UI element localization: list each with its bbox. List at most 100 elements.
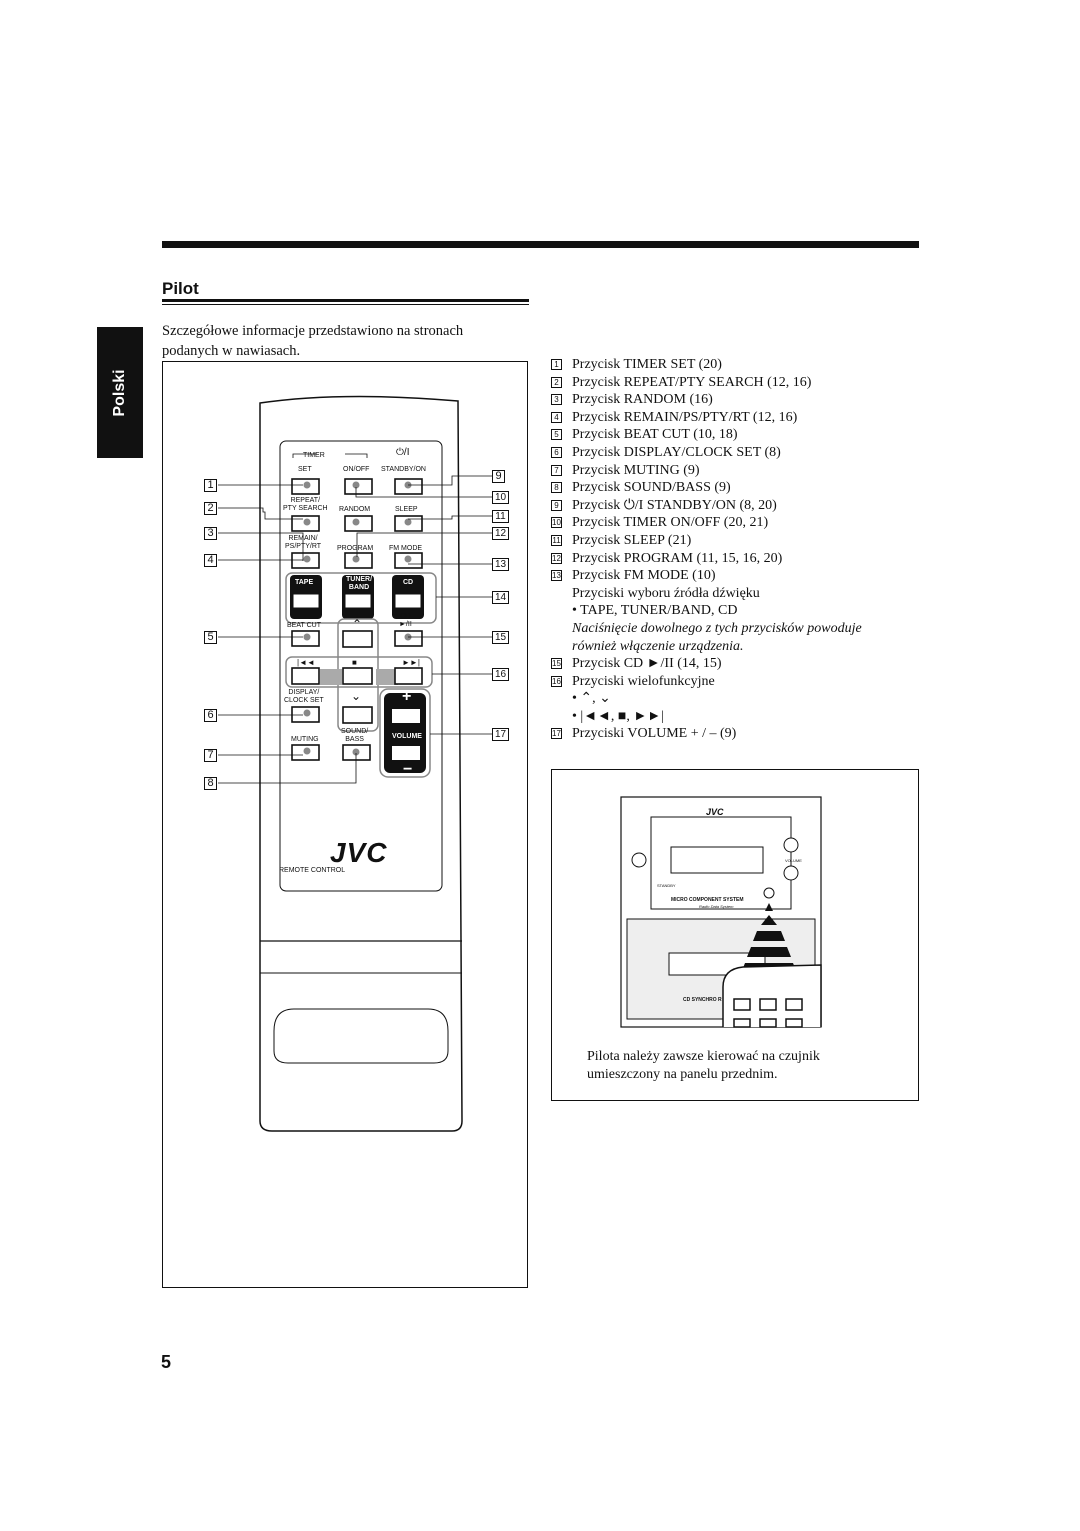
list-item-number: 7 — [551, 464, 562, 476]
sleep-label: SLEEP — [395, 506, 418, 513]
callout-15: 15 — [492, 631, 509, 644]
volume-outline — [379, 688, 431, 778]
callout-14: 14 — [492, 591, 509, 604]
stop-button[interactable] — [342, 667, 373, 685]
list-item-text: Przycisk DISPLAY/CLOCK SET (8) — [572, 444, 781, 460]
display-clock-label: DISPLAY/ CLOCK SET — [284, 689, 324, 704]
remote-illustration-frame — [162, 361, 528, 1288]
volume-label: VOLUME — [392, 733, 422, 740]
left-leader-lines — [218, 484, 357, 784]
list-item-text: Przycisk SOUND/BASS (9) — [572, 480, 731, 496]
up-icon: ⌃ — [352, 617, 363, 631]
cd-button-face — [394, 593, 422, 609]
callout-1: 1 — [204, 479, 217, 492]
device-standby-button — [631, 852, 647, 868]
random-marker — [352, 518, 360, 526]
list-item-number: 6 — [551, 446, 562, 458]
list-item-number: 3 — [551, 394, 562, 406]
signal-beam-2 — [753, 931, 785, 941]
list-item-text: Przycisk TIMER ON/OFF (20, 21) — [572, 515, 769, 531]
timer-bracket-right — [345, 453, 368, 458]
tape-label: TAPE — [295, 579, 314, 586]
sound-bass-marker — [352, 748, 360, 756]
list-item-text: Przycisk RANDOM (16) — [572, 392, 713, 408]
volume-minus-icon: − — [403, 761, 413, 778]
sound-bass-label: SOUND/ BASS — [341, 728, 369, 743]
list-item-text: Przycisk PROGRAM (11, 15, 16, 20) — [572, 550, 783, 566]
list-item-text: • TAPE, TUNER/BAND, CD — [572, 603, 738, 619]
sensor-arrow-icon — [765, 903, 773, 911]
display-clock-marker — [303, 709, 311, 717]
list-item: • ⌃, ⌄ — [551, 690, 921, 708]
list-item: również włączenie urządzenia. — [551, 638, 921, 656]
timer-set-marker — [303, 481, 311, 489]
remote-key-5 — [759, 1018, 777, 1028]
timer-label: TIMER — [303, 452, 325, 459]
remote-control-label: REMOTE CONTROL — [279, 867, 346, 874]
next-icon: ►►| — [402, 658, 420, 667]
random-label: RANDOM — [339, 506, 371, 513]
remote-bottom-cap — [273, 1008, 449, 1064]
list-item-text: Przyciski wyboru źródła dźwięku — [572, 585, 760, 601]
stop-icon: ■ — [352, 658, 357, 667]
remain-marker — [303, 555, 311, 563]
skip-row-outline — [285, 656, 433, 688]
list-item: • |◄◄, ■, ►►| — [551, 708, 921, 726]
program-marker — [352, 555, 360, 563]
list-item-text: Przycisk ⏻/I STANDBY/ON (8, 20) — [572, 497, 777, 513]
list-item-text: Przycisk BEAT CUT (10, 18) — [572, 427, 738, 443]
prev-button[interactable] — [291, 667, 320, 685]
list-item-number: 17 — [551, 728, 562, 740]
list-item-number: 8 — [551, 482, 562, 494]
remote-illustration — [218, 395, 492, 1132]
sleep-marker — [404, 518, 412, 526]
list-item-number: 12 — [551, 552, 562, 564]
list-item-number: 11 — [551, 534, 562, 546]
list-item-number: 13 — [551, 570, 562, 582]
fm-mode-marker — [404, 555, 412, 563]
section-title: Pilot — [162, 279, 199, 298]
down-button[interactable] — [342, 706, 373, 724]
device-volume-minus — [783, 865, 799, 881]
list-item-number: 16 — [551, 675, 562, 687]
remote-key-2 — [759, 998, 777, 1011]
remain-label: REMAIN/ PS/PTY/RT — [285, 535, 322, 550]
next-button[interactable] — [394, 667, 423, 685]
list-item: 9 Przycisk ⏻/I STANDBY/ON (8, 20) — [551, 497, 921, 515]
list-item: 11 Przycisk SLEEP (21) — [551, 532, 921, 550]
down-icon: ⌄ — [351, 689, 362, 703]
list-item-number: 4 — [551, 411, 562, 423]
fm-mode-label: FM MODE — [389, 545, 423, 552]
language-tab-label: Polski — [111, 368, 128, 417]
set-label: SET — [298, 466, 312, 473]
remote-key-3 — [785, 998, 803, 1011]
callout-3: 3 — [204, 527, 217, 540]
up-button[interactable] — [342, 630, 373, 648]
list-item-text: Przycisk REPEAT/PTY SEARCH (12, 16) — [572, 374, 812, 390]
device-rds: Radio Data System — [699, 904, 734, 909]
remote-key-6 — [785, 1018, 803, 1028]
list-item-text: Przycisk SLEEP (21) — [572, 532, 692, 548]
tape-button-face — [292, 593, 320, 609]
callout-13: 13 — [492, 558, 509, 571]
list-item: Przyciski wyboru źródła dźwięku — [551, 585, 921, 603]
tuner-band-button-face — [344, 593, 372, 609]
callout-6: 6 — [204, 709, 217, 722]
skip-row-shade-left — [320, 669, 342, 685]
volume-minus-face — [392, 746, 420, 760]
program-label: PROGRAM — [337, 545, 374, 552]
standby-on-label: STANDBY/ON — [381, 466, 426, 473]
list-item-text: Przycisk FM MODE (10) — [572, 568, 716, 584]
muting-marker — [303, 747, 311, 755]
beat-cut-marker — [303, 633, 311, 641]
volume-plus-icon: + — [402, 688, 412, 705]
intro-text: Szczegółowe informacje przedstawiono na … — [162, 323, 464, 359]
list-item-number: 9 — [551, 499, 562, 511]
remote-key-1 — [733, 998, 751, 1011]
sensor-icon — [763, 887, 775, 899]
